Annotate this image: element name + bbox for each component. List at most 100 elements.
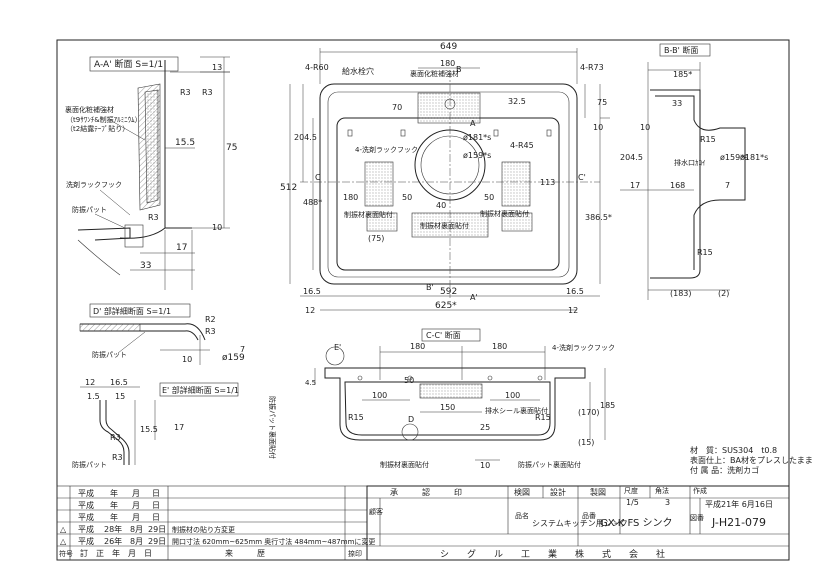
plan-view: 649 180 4-R60 4-R73 給水栓穴 裏面化粧補強材 70 32.5… — [280, 42, 612, 315]
label-cc-hooks: 4-洗剤ラックフック — [552, 343, 615, 352]
dim-e-15: 1.5 — [87, 392, 100, 401]
dim-plan-12a: 12 — [305, 306, 315, 315]
dim-cc-45: 4.5 — [305, 379, 316, 387]
dim-plan-2045: 204.5 — [294, 133, 317, 142]
rev-content: 開口寸法 620mm~625mm 奥行寸法 484mm~487mmに変更 — [172, 537, 375, 546]
customer-label: 顧客 — [369, 507, 383, 516]
dim-aa-13: 13 — [212, 63, 222, 72]
dim-cc-r15a: R15 — [348, 413, 364, 422]
dim-plan-50b: 50 — [484, 193, 494, 202]
dim-e-12: 12 — [85, 378, 95, 387]
detail-d: D' 部詳細断面 S=1/1 R2 R3 10 7 ø159 防振パット — [79, 303, 245, 365]
dim-plan-75b: (75) — [368, 234, 384, 243]
dim-cc-185: 185 — [600, 401, 615, 410]
section-cc: C-C' 断面 180 180 4-洗剤ラックフック 4.5 50 100 10… — [268, 328, 615, 470]
label-plan-damp3: 制振材裏面貼付 — [420, 221, 469, 230]
created-label: 作成 — [693, 486, 707, 495]
created-date: 平成21年 6月16日 — [705, 499, 773, 509]
angle-value: 3 — [665, 498, 670, 507]
mark-d: D — [408, 415, 414, 424]
rev-era: 平成 — [78, 512, 94, 522]
label-plan-reinforce: 裏面化粧補強材 — [410, 69, 459, 78]
dim-cc-r15b: R15 — [535, 413, 551, 422]
dim-aa-155: 15.5 — [175, 138, 195, 148]
angle-label: 角法 — [655, 486, 669, 495]
dim-aa-r3a: R3 — [180, 88, 191, 97]
rev-day: 29日 — [148, 537, 166, 546]
dim-plan-180: 180 — [440, 59, 455, 68]
detail-d-title: D' 部詳細断面 S=1/1 — [93, 306, 171, 316]
dim-d-159: ø159 — [222, 353, 245, 363]
dim-bb-10: 10 — [640, 123, 650, 132]
detail-e-title: E' 部詳細断面 S=1/1 — [162, 385, 239, 395]
title-block: 承 認 印 検図 設計 製図 尺度 1/5 角法 3 作成 平成21年 6月16… — [366, 485, 790, 561]
dim-plan-r73: 4-R73 — [580, 63, 604, 72]
dim-d-10: 10 — [182, 355, 192, 364]
dim-aa-17: 17 — [176, 243, 187, 253]
dim-e-17: 17 — [174, 423, 184, 432]
drawing-number: J-H21-079 — [711, 516, 766, 529]
note-finish: 表面仕上：BA材をプレスしたまま — [690, 455, 813, 465]
dim-bb-7: 7 — [725, 181, 730, 190]
dim-plan-165b: 16.5 — [566, 287, 584, 296]
label-bb-drain: 排水口ｶｺｲ — [674, 158, 706, 167]
dim-e-r3b: R3 — [112, 453, 123, 462]
rev-year: 年 — [110, 488, 118, 498]
section-cc-title: C-C' 断面 — [426, 330, 461, 340]
dim-bb-168: 168 — [670, 181, 685, 190]
mark-c: C — [315, 173, 321, 182]
rev-day: 29日 — [148, 525, 166, 534]
rev-month: 8月 — [130, 537, 143, 546]
note-material: 材 質：SUS304 t0.8 — [690, 445, 777, 455]
label-aa-tape: （t2結露ﾃｰﾌﾟ貼り） — [66, 124, 129, 133]
dim-plan-649: 649 — [440, 42, 457, 52]
rev-mark: △ — [60, 537, 67, 546]
label-aa-pad: 防振パット — [72, 205, 107, 214]
dim-d-r2: R2 — [205, 315, 216, 324]
rev-header-date: 訂 正 年 月 日 — [80, 548, 152, 558]
dim-plan-488: 488* — [303, 198, 322, 207]
rev-year: 26年 — [104, 536, 122, 546]
mark-a: A — [470, 119, 476, 128]
dim-aa-r3c: R3 — [148, 213, 159, 222]
dim-plan-512: 512 — [280, 183, 297, 193]
dim-plan-r60: 4-R60 — [305, 63, 329, 72]
dim-e-165: 16.5 — [110, 378, 128, 387]
dim-plan-r45: 4-R45 — [510, 141, 534, 150]
rev-header-mark: 符号 — [59, 549, 73, 558]
rev-month: 月 — [132, 513, 140, 522]
revision-row-4: △ 平成 26年 8月 29日 開口寸法 620mm~625mm 奥行寸法 48… — [60, 536, 375, 546]
rev-year: 28年 — [104, 524, 122, 534]
dim-plan-3865: 386.5* — [585, 213, 612, 222]
dim-e-15b: 15 — [115, 392, 125, 401]
label-cc-damp: 制振材裏面貼付 — [380, 460, 429, 469]
rev-header-sign: 捺印 — [348, 549, 362, 558]
rev-era: 平成 — [78, 536, 94, 546]
label-plan-hooks: 4-洗剤ラックフック — [355, 145, 418, 154]
dim-aa-10: 10 — [212, 223, 222, 232]
label-cc-seal: 排水シール裏面貼付 — [485, 406, 548, 415]
rev-era: 平成 — [78, 488, 94, 498]
revision-row-1: 平成 年 月 日 — [78, 500, 160, 510]
label-d-pad: 防振パット — [92, 350, 127, 359]
note-accessory: 付 属 品：洗剤カゴ — [690, 465, 759, 475]
dim-bb-17: 17 — [630, 181, 640, 190]
dim-e-155: 15.5 — [140, 425, 158, 434]
dim-cc-50: 50 — [404, 376, 414, 385]
section-aa-title: A-A' 断面 S=1/1 — [94, 58, 163, 70]
material-notes: 材 質：SUS304 t0.8 表面仕上：BA材をプレスしたまま 付 属 品：洗… — [690, 445, 813, 475]
mark-a2: A' — [470, 293, 478, 302]
dim-bb-2: (2) — [718, 289, 729, 298]
revision-row-0: 平成 年 月 日 — [78, 488, 160, 498]
rev-day: 日 — [152, 513, 160, 522]
dim-cc-25: 25 — [480, 423, 490, 432]
draw-label: 製図 — [590, 487, 606, 497]
dim-e-r3a: R3 — [110, 433, 121, 442]
dim-cc-170: (170) — [578, 408, 600, 417]
dim-plan-625: 625* — [435, 301, 457, 311]
dim-bb-r15a: R15 — [700, 135, 716, 144]
section-bb-title: B-B' 断面 — [664, 45, 698, 55]
dim-d-r3: R3 — [205, 327, 216, 336]
rev-day: 日 — [152, 501, 160, 510]
